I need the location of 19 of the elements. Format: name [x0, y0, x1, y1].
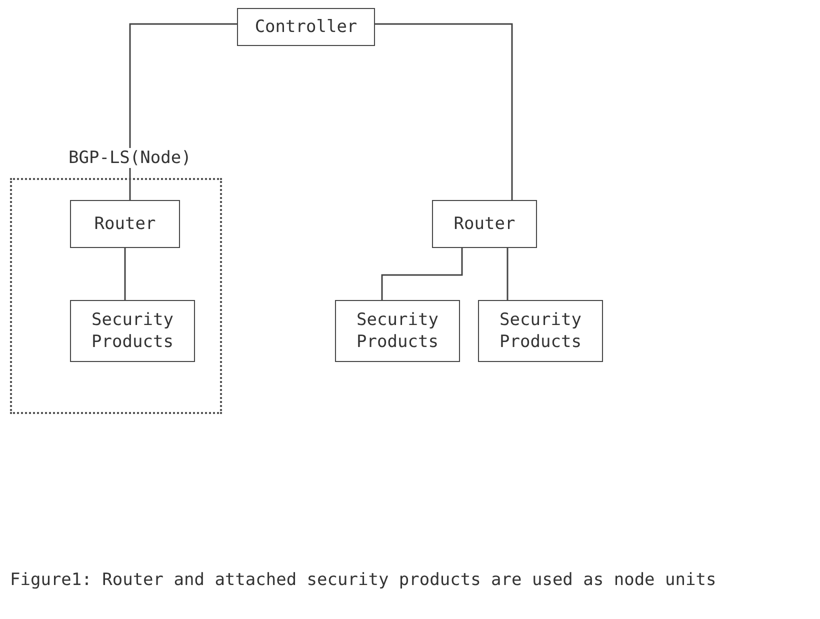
process-box: [478, 300, 603, 362]
connector-line: [506, 248, 508, 300]
process-box: [237, 8, 375, 46]
box-label: Controller: [254, 16, 358, 38]
connector-line: [375, 23, 513, 200]
process-box: [70, 300, 195, 362]
figure-caption: Figure1: Router and attached security products are used as node units: [10, 570, 716, 590]
process-box: [432, 200, 537, 248]
box-label: Security Products: [90, 308, 174, 354]
box-label: Router: [94, 212, 156, 236]
box-label: Security Products: [498, 308, 582, 354]
connector-line: [129, 23, 237, 200]
process-box: [335, 300, 460, 362]
group-outline-box: [10, 178, 222, 414]
connector-line: [381, 248, 463, 300]
process-box: [70, 200, 180, 248]
box-label: Router: [454, 212, 516, 236]
connector-line: [124, 248, 126, 300]
box-label: Security Products: [356, 308, 440, 354]
